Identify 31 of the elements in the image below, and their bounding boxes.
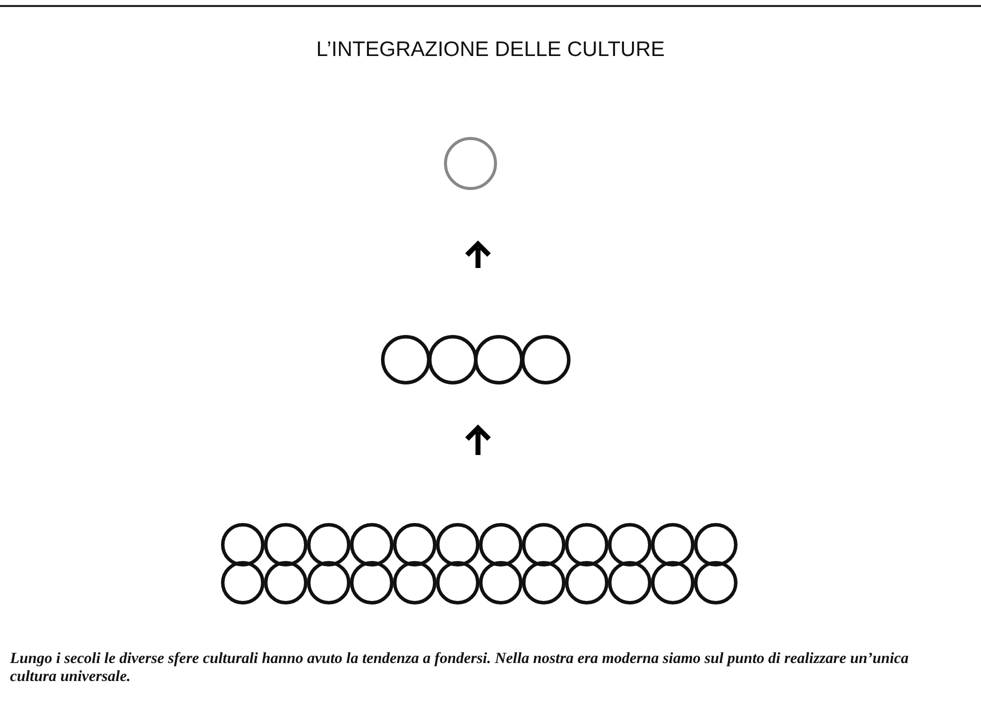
- culture-circle: [694, 523, 738, 567]
- culture-circle: [565, 523, 609, 567]
- culture-circle: [393, 523, 437, 567]
- culture-circle: [694, 561, 738, 605]
- culture-circle: [479, 523, 523, 567]
- culture-circle: [428, 335, 478, 385]
- culture-circle: [350, 523, 394, 567]
- culture-circle: [608, 523, 652, 567]
- culture-circle: [221, 523, 265, 567]
- culture-circle: [522, 523, 566, 567]
- culture-circle: [608, 561, 652, 605]
- culture-circle: [436, 561, 480, 605]
- culture-circle: [479, 561, 523, 605]
- culture-circle: [522, 561, 566, 605]
- culture-circle: [350, 561, 394, 605]
- culture-circle: [264, 561, 308, 605]
- culture-circle: [307, 523, 351, 567]
- culture-circle: [520, 335, 570, 385]
- title: L’INTEGRAZIONE DELLE CULTURE: [315, 38, 666, 62]
- culture-circle: [444, 136, 496, 190]
- culture-circle: [221, 561, 265, 605]
- culture-circle: [264, 523, 308, 567]
- culture-circle: [436, 523, 480, 567]
- culture-circle: [651, 523, 695, 567]
- culture-circle: [565, 561, 609, 605]
- caption: Lungo i secoli le diverse sfere culturali hanno avuto la tendenza a fondersi. Nella nostra era moderna siamo sul punto di realizzare un’unica cultura universale.: [10, 650, 910, 686]
- culture-circle: [393, 561, 437, 605]
- culture-circle: [474, 335, 524, 385]
- culture-circle: [307, 561, 351, 605]
- culture-circle: [651, 561, 695, 605]
- culture-circle: [381, 335, 431, 385]
